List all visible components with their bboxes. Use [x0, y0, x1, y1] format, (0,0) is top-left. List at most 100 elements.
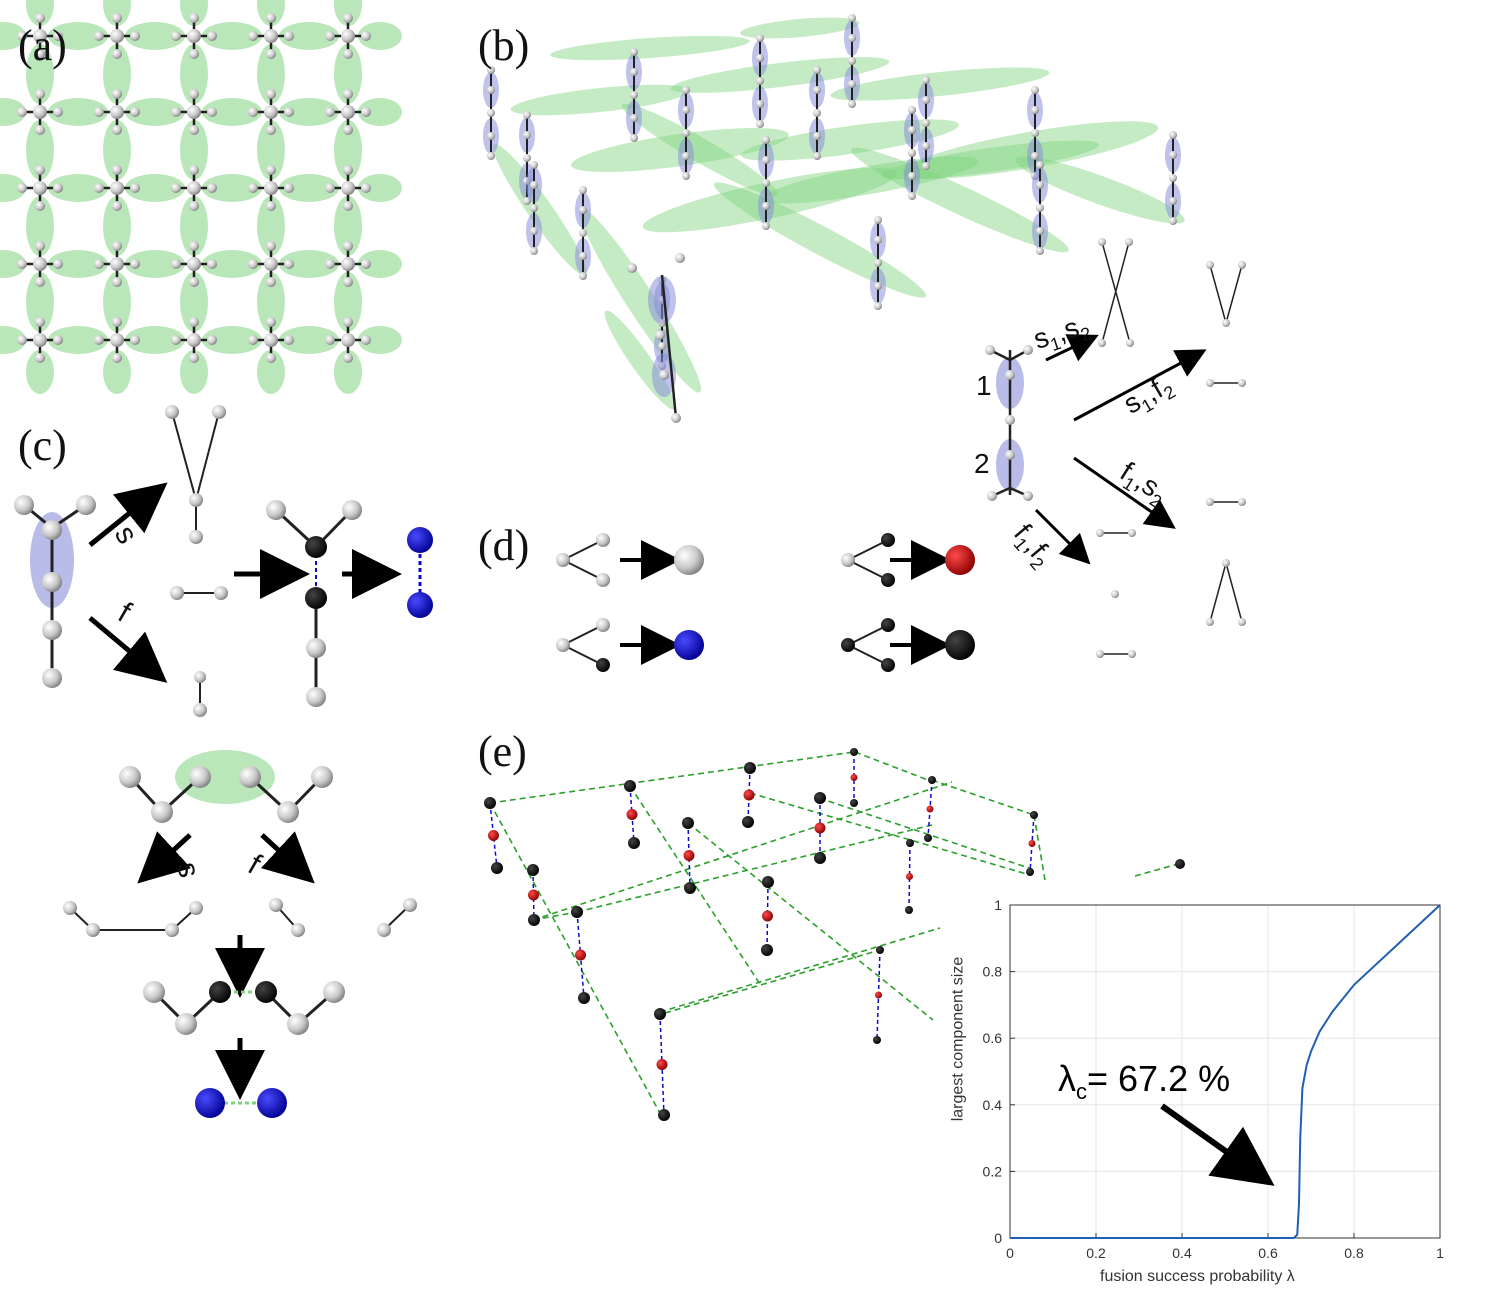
leaf-node: [189, 49, 199, 59]
d-node: [881, 533, 895, 547]
d-edge: [562, 624, 604, 646]
c-node: [86, 923, 100, 937]
panel-label-b: (b): [478, 21, 530, 70]
fusion-link: [830, 67, 1050, 101]
e-node: [571, 906, 583, 918]
d-result: [945, 630, 975, 660]
leaf-node: [53, 107, 63, 117]
cluster-node-2-label: 2: [974, 448, 990, 479]
c-node: [189, 766, 211, 788]
e-blue-link: [489, 802, 498, 869]
outcome-node: [1222, 559, 1230, 567]
panel-label-c: (c): [18, 421, 67, 470]
leaf-node: [284, 183, 294, 193]
fusion-ellipse: [0, 326, 26, 354]
cluster-node: [908, 149, 916, 157]
d-node: [881, 573, 895, 587]
center-node: [33, 257, 47, 271]
leaf-node: [361, 183, 371, 193]
fusion-link: [578, 207, 702, 393]
e-node: [924, 834, 932, 842]
arrow-f1s2: [1073, 456, 1176, 529]
cluster-node: [874, 216, 882, 224]
chart-xtick-label: 0.8: [1344, 1245, 1364, 1261]
outcome-node: [1238, 498, 1246, 506]
d-edge: [847, 559, 889, 581]
center-node: [187, 333, 201, 347]
cluster-node: [874, 282, 882, 290]
cluster-node: [985, 345, 995, 355]
leaf-node: [112, 89, 122, 99]
front-cluster-edge: [660, 274, 678, 419]
c-arrow-f-lower: [260, 831, 315, 884]
e-blue-link: [766, 881, 769, 951]
center-node: [341, 257, 355, 271]
fusion-ellipse: [334, 120, 362, 180]
cluster-node: [523, 111, 531, 119]
fusion-link: [621, 103, 779, 197]
fusion-ellipse: [202, 174, 262, 202]
leaf-node: [266, 317, 276, 327]
e-node: [527, 864, 539, 876]
fusion-ellipse: [0, 174, 26, 202]
cluster-node: [523, 131, 531, 139]
cluster-node: [756, 54, 764, 62]
fusion-ellipse: [202, 98, 262, 126]
leaf-node: [207, 183, 217, 193]
cluster-node: [813, 132, 821, 140]
fusion-ellipse: [103, 196, 131, 256]
cluster-node: [813, 66, 821, 74]
leaf-node: [171, 335, 181, 345]
leaf-node: [266, 13, 276, 23]
cluster-node: [1036, 161, 1044, 169]
d-node: [556, 638, 570, 652]
front-cluster-node: [655, 330, 665, 340]
fusion-ellipse: [125, 326, 185, 354]
cluster-node: [530, 227, 538, 235]
front-cluster-ellipse: [648, 276, 676, 324]
d-node: [841, 553, 855, 567]
center-node: [33, 29, 47, 43]
e-node: [628, 837, 640, 849]
cluster-node: [756, 77, 764, 85]
cluster-node-1-label: 1: [976, 370, 992, 401]
cluster-node: [1005, 415, 1015, 425]
cluster-node: [848, 57, 856, 65]
fusion-ellipse: [26, 196, 54, 256]
fusion-ellipse: [279, 326, 339, 354]
fusion-link: [670, 57, 890, 93]
fusion-ellipse: [358, 174, 402, 202]
outcome-node: [1128, 529, 1136, 537]
leaf-node: [53, 259, 63, 269]
c-node: [266, 500, 286, 520]
leaf-node: [266, 165, 276, 175]
d-edge: [847, 624, 889, 646]
d-result: [945, 545, 975, 575]
c-node: [63, 901, 77, 915]
outcome-edge: [1101, 241, 1130, 344]
cluster-node: [630, 91, 638, 99]
leaf-node: [284, 31, 294, 41]
cluster-node: [1036, 247, 1044, 255]
c-node: [407, 527, 433, 553]
fusion-ellipse: [103, 44, 131, 104]
e-node: [1026, 868, 1034, 876]
cluster-node: [487, 86, 495, 94]
cluster-node: [874, 259, 882, 267]
cluster-node: [756, 34, 764, 42]
e-green-link: [931, 779, 1035, 816]
fusion-ellipse: [334, 44, 362, 104]
cluster-node: [682, 86, 690, 94]
cluster-node: [813, 86, 821, 94]
outcome-node: [1238, 618, 1246, 626]
fusion-ellipse: [279, 174, 339, 202]
leaf-node: [248, 107, 258, 117]
d-result: [674, 545, 704, 575]
e-node: [1030, 811, 1038, 819]
leaf-node: [207, 31, 217, 41]
d-edge: [562, 539, 604, 561]
c-node: [311, 766, 333, 788]
e-green-link: [659, 927, 941, 1013]
leaf-node: [343, 89, 353, 99]
